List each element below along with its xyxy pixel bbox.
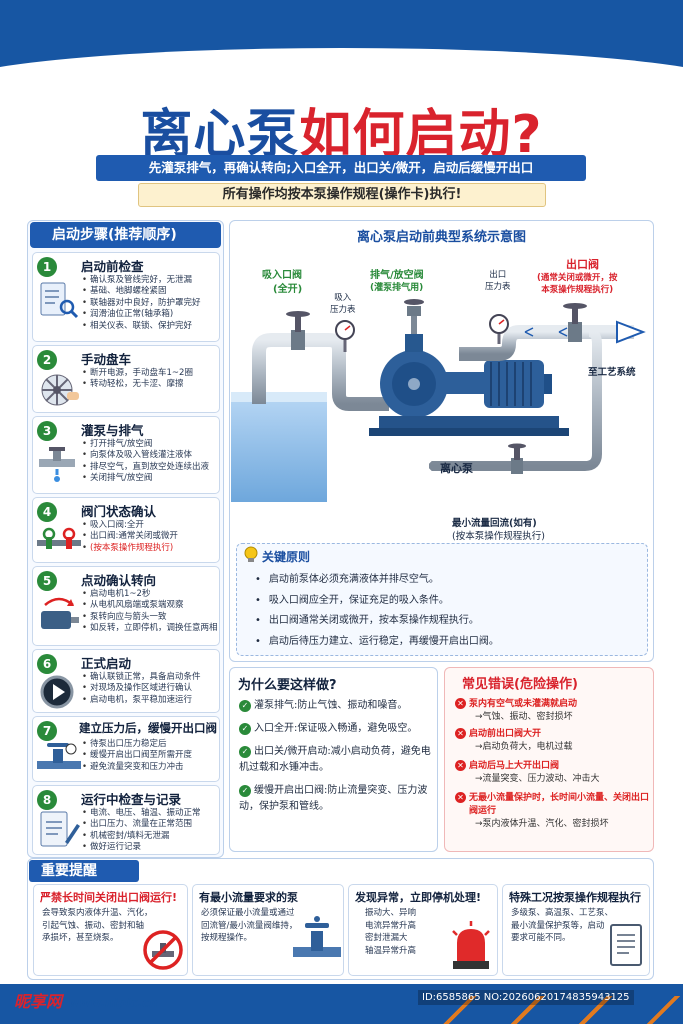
min-flow-valve-icon — [508, 443, 526, 474]
valves-icon — [37, 527, 81, 549]
pump-system-diagram — [231, 299, 646, 502]
fan-wheel-icon — [41, 374, 79, 406]
key-principles-box: 启动前泵体必须充满液体并排尽空气。吸入口阀应全开，保证充足的吸入条件。出口阀通常… — [236, 543, 648, 656]
diagram-title: 离心泵启动前典型系统示意图 — [356, 230, 526, 245]
suction-pipe — [252, 333, 389, 411]
why-box: ✓灌泵排气:防止气蚀、振动和噪音。 ✓入口全开:保证吸入畅通，避免吸空。 ✓出口… — [229, 667, 438, 852]
step-5: 5 点动确认转向 启动电机1~2秒从电机风扇端或泵端观察泵转向应与箭头一致如反转… — [32, 566, 220, 646]
step-2: 2 手动盘车 断开电源，手动盘车1~2圈转动轻松，无卡涩、摩擦 — [32, 345, 220, 413]
min-flow-valve-icon — [293, 916, 341, 957]
reminder-closed-outlet: 严禁长时间关闭出口阀运行! 会导致泵内液体升温、汽化，引起气蚀、振动、密封和轴承… — [33, 884, 188, 976]
reminder-min-flow: 有最小流量要求的泵 必须保证最小流量或通过回流管/最小流量阀维持，按规程操作。 — [192, 884, 344, 976]
start-button-icon — [40, 675, 74, 709]
error-item: ✕启动后马上大开出口阀→流量突变、压力波动、冲击大 — [455, 760, 651, 786]
why-item: ✓入口全开:保证吸入畅通，避免吸空。 — [239, 721, 435, 737]
common-errors-box: ✕泵内有空气或未灌满就启动→气蚀、振动、密封损坏 ✕启动前出口阀大开→启动负荷大… — [444, 667, 654, 852]
reminder-special-conditions: 特殊工况按泵操作规程执行 多级泵、高温泵、工艺泵、最小流量保护泵等，启动要求可能… — [502, 884, 650, 976]
vent-valve-icon — [39, 447, 75, 482]
step-6: 6 正式启动 确认联锁正常，具备启动条件对现场及操作区域进行确认启动电机，泵平稳… — [32, 649, 220, 713]
key-principles-title: 关键原则 — [262, 550, 311, 564]
step-4: 4 阀门状态确认 吸入口阀:全开出口阀:通常关闭或微开(按本泵操作规程执行) — [32, 497, 220, 563]
outlet-valve-icon — [37, 743, 81, 769]
suction-valve-label: 吸入口阀 — [262, 270, 302, 281]
step-3: 3 灌泵与排气 打开排气/放空阀向泵体及吸入管线灌注液体排尽空气，直到放空处连续… — [32, 416, 220, 494]
no-closed-valve-icon — [143, 930, 183, 970]
vent-valve-icon — [404, 299, 424, 334]
discharge-pipe — [459, 325, 634, 361]
vent-valve-note: (灌泵排气用) — [370, 283, 424, 293]
common-errors-title: 常见错误(危险操作) — [462, 677, 578, 692]
min-flow-note: (按本泵操作规程执行) — [452, 531, 545, 542]
decorative-stripes — [440, 996, 683, 1024]
outlet-valve-label: 出口阀 — [566, 258, 599, 271]
centrifugal-pump-icon — [369, 334, 569, 436]
outlet-valve-icon — [563, 303, 587, 342]
top-banner — [0, 0, 683, 80]
reminder-abnormal-stop: 发现异常，立即停机处理! 振动大、异响电流异常升高密封泄漏大轴温异常升高 — [348, 884, 498, 976]
step-8: 8 运行中检查与记录 电流、电压、轴温、振动正常出口压力、流量在正常范围机械密封… — [32, 785, 220, 855]
min-flow-return-pipe — [429, 327, 602, 471]
alarm-light-icon — [452, 921, 490, 969]
pump-label: 离心泵 — [440, 462, 473, 475]
outlet-valve-note: (通常关闭或微开，按本泵操作规程执行) — [537, 273, 618, 295]
lightbulb-icon — [244, 546, 258, 562]
suction-valve-icon — [286, 311, 310, 350]
reminders-header: 重要提醒 — [29, 860, 139, 882]
document-icon — [610, 924, 642, 966]
why-item: ✓出口关/微开启动:减小启动负荷，避免电机过载和水锤冲击。 — [239, 746, 431, 773]
outlet-pressure-gauge-icon — [489, 314, 509, 344]
why-title: 为什么要这样做? — [238, 678, 337, 693]
suction-gauge-label: 吸入压力表 — [330, 293, 356, 315]
step-7: 7 建立压力后，缓慢开出口阀 待泵出口压力稳定后缓慢开启出口阀至所需开度避免流量… — [32, 716, 220, 782]
step-1: 1 启动前检查 确认泵及管线完好，无泄漏基础、地脚螺栓紧固联轴器对中良好，防护罩… — [32, 252, 220, 342]
why-item: ✓灌泵排气:防止气蚀、振动和噪音。 — [239, 698, 435, 714]
vent-valve-label: 排气/放空阀 — [370, 270, 424, 281]
steps-header: 启动步骤(推荐顺序) — [30, 222, 221, 248]
liquid-tank — [231, 392, 327, 502]
suction-valve-state: (全开) — [273, 284, 303, 295]
to-process-label: 至工艺系统 — [588, 367, 636, 378]
error-item: ✕启动前出口阀大开→启动负荷大，电机过载 — [455, 728, 651, 754]
outlet-gauge-label: 出口压力表 — [485, 270, 511, 292]
min-flow-label: 最小流量回流(如有) — [452, 518, 537, 529]
suction-pressure-gauge-icon — [335, 320, 355, 352]
why-item: ✓缓慢开启出口阀:防止流量突变、压力波动，保护泵和管线。 — [239, 785, 428, 812]
watermark-id: ID:6585865 NO:20260620174835943125 — [418, 990, 634, 1005]
flow-arrow-icon — [616, 320, 646, 344]
error-item: ✕泵内有空气或未灌满就启动→气蚀、振动、密封损坏 — [455, 698, 651, 724]
checklist-magnifier-icon — [40, 282, 79, 319]
subtitle-summary: 先灌泵排气，再确认转向;入口全开，出口关/微开，启动后缓慢开出口 — [96, 155, 586, 181]
motor-rotation-icon — [41, 597, 79, 629]
clipboard-pen-icon — [40, 811, 80, 847]
error-item: ✕无最小流量保护时，长时间小流量、关闭出口阀运行→泵内液体升温、汽化、密封损坏 — [455, 792, 651, 831]
subtitle-rule: 所有操作均按本泵操作规程(操作卡)执行! — [138, 183, 546, 207]
